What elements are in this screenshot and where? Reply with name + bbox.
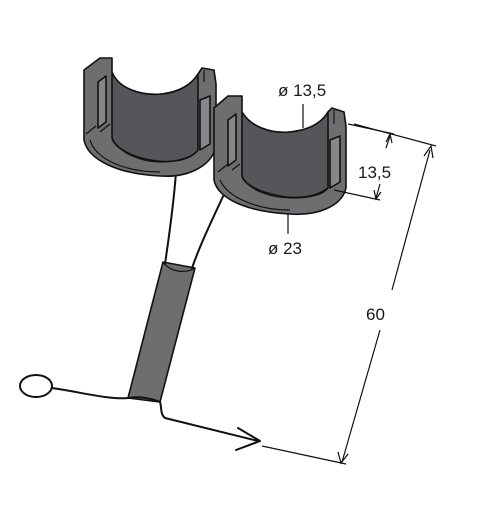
outer-diameter-label: ø 23 [268, 239, 302, 258]
split-wires [164, 171, 227, 269]
dimension-inner-diameter: ø 13,5 [278, 81, 326, 128]
right-sleeve [213, 95, 347, 216]
length-label: 60 [366, 305, 385, 324]
cable-trunk [127, 261, 196, 403]
left-sleeve [83, 57, 217, 177]
height-label: 13,5 [358, 163, 391, 182]
base-wire [19, 374, 261, 451]
ring-icon [19, 374, 53, 398]
inner-diameter-label: ø 13,5 [278, 81, 326, 100]
dimension-length: 60 [261, 123, 437, 465]
arrow-icon [235, 427, 261, 451]
dimension-outer-diameter: ø 23 [268, 214, 302, 258]
